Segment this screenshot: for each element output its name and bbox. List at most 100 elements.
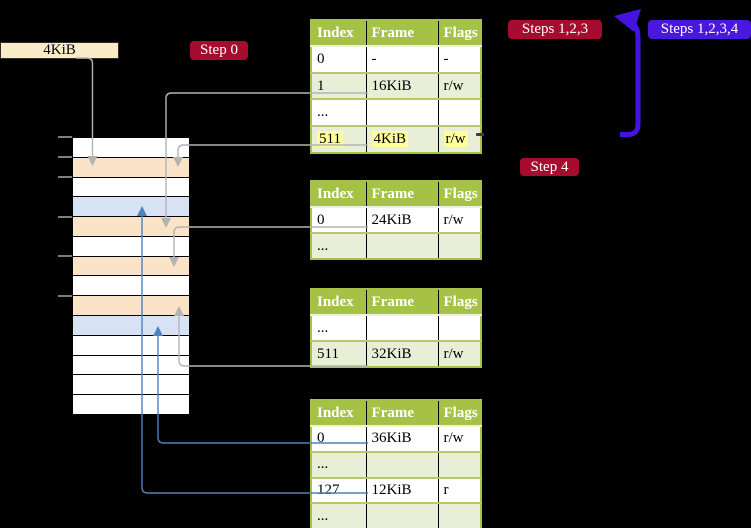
table-cell: - — [366, 46, 439, 74]
label-step-4: Step 4 — [520, 158, 579, 176]
cell-text: 36KiB — [371, 430, 412, 447]
table-cell: r/w — [438, 207, 481, 234]
cell-text: ... — [317, 237, 329, 254]
table-cell — [438, 503, 481, 528]
table-cell — [438, 233, 481, 259]
table-row: 0 - - — [311, 46, 481, 74]
memory-tick — [58, 136, 72, 138]
cell-text: 0 — [317, 50, 325, 67]
table-cell: 0 — [311, 207, 367, 234]
table-row: ... — [311, 99, 481, 128]
label-steps-1-2-3: Steps 1,2,3 — [508, 20, 602, 39]
cell-text: r/w — [443, 211, 464, 228]
table-cell: ... — [311, 233, 367, 259]
column-header-flags: Flags — [438, 20, 481, 47]
table-cell: ... — [311, 451, 367, 479]
table-cell — [366, 99, 439, 128]
cell-text: ... — [317, 319, 329, 336]
table-cell: ... — [311, 99, 367, 128]
table-cell: 127 — [311, 477, 367, 505]
cell-text: 32KiB — [371, 345, 412, 362]
table-cell: 511 — [311, 126, 367, 153]
cell-text: - — [371, 50, 377, 67]
table-row: 511 32KiB r/w — [311, 341, 481, 367]
cell-text: ... — [317, 104, 329, 121]
memory-frame-row-0-white — [73, 138, 189, 158]
page-size-label: 4KiB — [43, 42, 76, 58]
column-header-index: Index — [311, 400, 367, 427]
cell-text: r/w — [443, 345, 464, 362]
arrow-steps-loop — [620, 21, 641, 137]
memory-tick — [58, 295, 72, 297]
table-cell: 32KiB — [366, 341, 439, 367]
cell-text: 12KiB — [371, 481, 412, 498]
table-cell: 0 — [311, 426, 367, 453]
table-cell — [366, 503, 439, 528]
label-steps-1-2-3-4: Steps 1,2,3,4 — [648, 20, 751, 39]
memory-frame-row-2-white — [73, 177, 189, 198]
column-header-frame: Frame — [366, 20, 439, 47]
table-row: 0 36KiB r/w — [311, 426, 481, 453]
table-cell: 4KiB — [366, 126, 439, 153]
column-header-flags: Flags — [438, 181, 481, 208]
table-cell: r/w — [438, 426, 481, 453]
memory-frame-row-6-orange — [73, 256, 189, 277]
memory-frame-row-13-white — [73, 395, 189, 414]
column-header-flags: Flags — [438, 400, 481, 427]
table-row: 511 4KiB r/w — [311, 126, 481, 153]
cell-text: 4KiB — [371, 130, 409, 147]
cell-text: r/w — [443, 77, 464, 94]
column-header-index: Index — [311, 181, 367, 208]
cell-text: 0 — [317, 211, 325, 228]
table-row: ... — [311, 315, 481, 342]
cell-text: ... — [317, 456, 329, 473]
cell-text: 24KiB — [371, 211, 412, 228]
table-cell: r/w — [438, 72, 481, 101]
cell-text: 0 — [317, 430, 325, 447]
cell-text: 511 — [317, 130, 343, 147]
table-cell: - — [438, 46, 481, 74]
cell-text: 1 — [317, 77, 325, 94]
table-cell: 12KiB — [366, 477, 439, 505]
memory-frame-row-5-white — [73, 236, 189, 257]
memory-tick — [58, 156, 72, 158]
cell-text: r/w — [443, 130, 468, 147]
table-cell: 36KiB — [366, 426, 439, 453]
cell-text: 511 — [317, 345, 339, 362]
memory-frame-row-3-blue — [73, 197, 189, 218]
table-cell: ... — [311, 503, 367, 528]
column-header-frame: Frame — [366, 181, 439, 208]
memory-frame-row-1-orange — [73, 157, 189, 178]
memory-frame-row-9-blue — [73, 316, 189, 336]
arrow-remnant-dash — [476, 133, 484, 136]
memory-frame-row-11-white — [73, 355, 189, 376]
memory-tick — [58, 215, 72, 218]
table-cell — [438, 99, 481, 128]
cell-text: - — [443, 50, 449, 67]
cell-text: r — [443, 481, 449, 498]
cell-text: r/w — [443, 430, 464, 447]
memory-tick — [58, 175, 72, 178]
column-header-index: Index — [311, 20, 367, 47]
table-row: ... — [311, 503, 481, 528]
table-cell — [438, 315, 481, 342]
label-step-0: Step 0 — [190, 41, 248, 60]
table-cell: r — [438, 477, 481, 505]
table-cell: 1 — [311, 72, 367, 101]
table-cell: 16KiB — [366, 72, 439, 101]
table-cell: r/w — [438, 341, 481, 367]
column-header-index: Index — [311, 289, 367, 316]
memory-frame-row-8-orange — [73, 296, 189, 317]
memory-frame-row-10-white — [73, 335, 189, 356]
table-row: ... — [311, 451, 481, 479]
memory-tick — [58, 255, 72, 257]
table-row: ... — [311, 233, 481, 259]
table-cell — [366, 315, 439, 342]
table-cell: r/w — [438, 126, 481, 153]
